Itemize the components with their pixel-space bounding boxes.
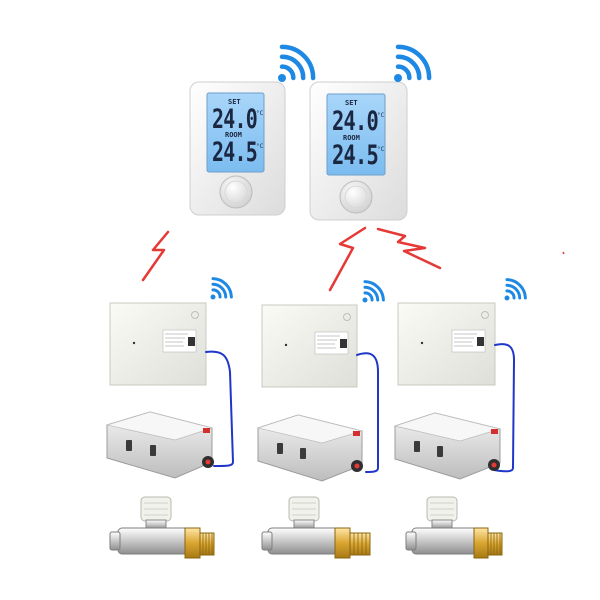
actuator-3-indicator xyxy=(491,429,498,434)
receiver-3-qr-code xyxy=(477,337,484,346)
valve-1 xyxy=(109,496,215,559)
thermostat-2: SET 24.0 °C ROOM 24.5 °C xyxy=(309,81,408,221)
actuator-2 xyxy=(256,414,364,482)
thermostat-1-set-value: 24.0 xyxy=(212,104,257,135)
valve-1-body xyxy=(117,527,189,555)
wifi-icon-thermostat-1 xyxy=(278,44,316,82)
thermostat-1-set-label: SET xyxy=(228,98,241,106)
thermostat-1-set-unit: °C xyxy=(256,110,264,117)
cable-3 xyxy=(493,343,516,473)
cable-1 xyxy=(205,350,235,467)
receiver-1-label xyxy=(162,329,197,353)
thermostat-2-set-value: 24.0 xyxy=(332,106,378,137)
wifi-icon-receiver-1 xyxy=(210,277,233,300)
valve-1-fitting xyxy=(199,532,215,556)
thermostat-2-lcd xyxy=(326,93,386,176)
actuator-3 xyxy=(393,412,502,480)
receiver-2-label xyxy=(314,331,349,355)
wifi-icon-thermostat-2 xyxy=(394,44,432,82)
thermostat-2-set-label: SET xyxy=(345,99,358,107)
thermostat-2-room-label: ROOM xyxy=(343,134,360,142)
valve-3 xyxy=(405,496,503,559)
actuator-1-indicator xyxy=(203,428,210,433)
thermostat-1-room-unit: °C xyxy=(256,143,264,150)
valve-2-fitting xyxy=(349,532,371,556)
actuator-2-indicator xyxy=(353,431,360,436)
thermostat-2-set-unit: °C xyxy=(377,112,385,119)
thermostat-1: SET 24.0 °C ROOM 24.5 °C xyxy=(189,81,286,216)
valve-2 xyxy=(261,496,371,559)
signal-bolt-2 xyxy=(328,226,367,292)
valve-2-body xyxy=(267,527,339,555)
cable-2 xyxy=(356,352,379,473)
receiver-2-qr-code xyxy=(340,339,347,348)
receiver-1 xyxy=(109,302,207,386)
thermostat-1-room-value: 24.5 xyxy=(212,137,257,168)
signal-bolt-1 xyxy=(141,230,170,282)
receiver-1-qr-code xyxy=(188,337,195,346)
thermostat-1-room-label: ROOM xyxy=(225,131,242,139)
signal-bolt-3 xyxy=(376,227,442,270)
receiver-3 xyxy=(397,302,496,386)
thermostat-2-room-unit: °C xyxy=(377,146,385,153)
valve-3-fitting xyxy=(487,532,503,556)
actuator-1 xyxy=(105,411,214,479)
receiver-2 xyxy=(261,304,358,388)
thermostat-1-lcd xyxy=(206,92,265,173)
receiver-3-label xyxy=(451,329,486,353)
thermostat-2-room-value: 24.5 xyxy=(332,140,378,171)
wifi-icon-receiver-3 xyxy=(504,278,527,301)
valve-3-body xyxy=(411,527,478,555)
wifi-icon-receiver-2 xyxy=(362,280,385,303)
